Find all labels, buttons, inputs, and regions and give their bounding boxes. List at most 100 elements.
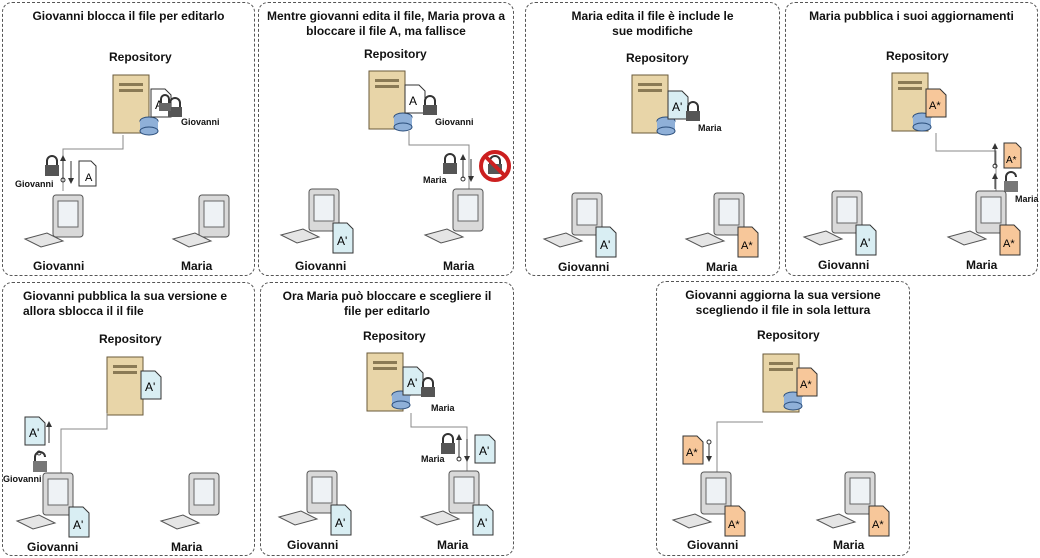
file-label: A': [29, 426, 39, 440]
file-icon: A': [330, 504, 352, 536]
maria-label: Maria: [181, 259, 213, 273]
repository-server-icon: [368, 70, 413, 132]
file-label: A': [407, 376, 417, 390]
repository-label: Repository: [757, 328, 820, 342]
repository-label: Repository: [626, 51, 689, 65]
giovanni-label: Giovanni: [687, 538, 739, 552]
repository-server-icon: [762, 353, 803, 413]
panel-1-diagram: A A: [23, 74, 230, 248]
panel-7-diagram: A* A* A* A*: [671, 353, 890, 537]
file-icon: A': [24, 416, 46, 446]
file-icon: A*: [868, 505, 890, 537]
computer-icon: [23, 194, 84, 248]
giovanni-label: Giovanni: [33, 259, 85, 273]
lock-owner-label: Giovanni: [3, 474, 42, 484]
file-label: A': [600, 238, 610, 252]
repository-label: Repository: [99, 332, 162, 346]
computer-icon: [159, 472, 220, 530]
file-label: A: [409, 94, 417, 108]
file-label: A*: [686, 447, 698, 459]
panel-title: Giovanni blocca il file per editarlo: [32, 9, 225, 23]
lock-owner-label: Maria: [431, 403, 455, 413]
panel-title: Maria edita il file è include le sue mod…: [571, 9, 734, 38]
computer-icon: [423, 188, 484, 244]
maria-label: Maria: [706, 260, 738, 274]
panel-title: Mentre giovanni edita il file, Maria pro…: [266, 9, 506, 38]
giovanni-label: Giovanni: [295, 259, 347, 273]
computer-icon: [802, 190, 863, 246]
transfer-arrows-icon: [992, 143, 998, 189]
maria-label: Maria: [443, 259, 475, 273]
lock-owner-label: Maria: [423, 175, 447, 185]
transfer-arrows-icon: [460, 154, 474, 182]
lock-owner-label: Giovanni: [181, 117, 220, 127]
file-icon: A': [140, 370, 162, 400]
repository-server-icon: [112, 74, 159, 136]
lock-owner-label: Giovanni: [435, 117, 474, 127]
panel-3: Maria edita il file è include le sue mod…: [525, 2, 780, 276]
computer-icon: [171, 194, 230, 248]
repository-label: Repository: [886, 49, 949, 63]
file-icon: A: [404, 84, 426, 114]
padlock-open-icon: [1004, 171, 1018, 192]
file-label: A: [85, 172, 93, 184]
lock-owner-label: Maria: [698, 123, 722, 133]
connector-line: [935, 133, 997, 191]
file-icon: A': [855, 224, 877, 256]
lock-owner-label: Giovanni: [15, 179, 54, 189]
transfer-arrows-icon: [456, 434, 470, 462]
computer-icon: [277, 470, 338, 526]
repository-server-icon: [106, 356, 144, 416]
computer-icon: [15, 472, 74, 530]
computer-icon: [815, 471, 876, 529]
file-label: A': [337, 234, 347, 248]
file-icon: A': [595, 226, 617, 258]
repository-server-icon: [891, 72, 932, 132]
file-label: A*: [1003, 238, 1015, 250]
panel-5-diagram: A' A' A': [15, 356, 220, 538]
panel-6: Ora Maria può bloccare e scegliere il fi…: [260, 282, 514, 556]
computer-icon: [671, 471, 732, 529]
file-label: A': [672, 100, 682, 114]
panel-title: Giovanni aggiorna la sua versione scegli…: [685, 288, 881, 317]
giovanni-label: Giovanni: [818, 258, 870, 272]
panel-4: Maria pubblica i suoi aggiornamenti Repo…: [785, 2, 1039, 276]
padlock-icon: [423, 95, 437, 115]
panel-5: Giovanni pubblica la sua versione e allo…: [2, 282, 255, 556]
file-icon: A': [474, 434, 496, 464]
panel-4-diagram: A* A* A' A*: [802, 72, 1022, 256]
repository-label: Repository: [363, 329, 426, 343]
forbidden-icon: [479, 150, 511, 182]
file-label: A': [860, 236, 870, 250]
maria-label: Maria: [437, 538, 469, 552]
lock-owner-label: Maria: [421, 454, 445, 464]
padlock-icon: [441, 433, 455, 454]
lock-owner-label: Maria: [1015, 194, 1039, 204]
giovanni-label: Giovanni: [287, 538, 339, 552]
transfer-arrows-icon: [706, 439, 712, 462]
padlock-icon: [45, 155, 59, 176]
file-icon: A: [78, 160, 97, 187]
file-icon: A': [667, 90, 689, 120]
repository-server-icon: [631, 74, 676, 136]
maria-label: Maria: [171, 540, 203, 554]
panel-1: Giovanni blocca il file per editarlo Rep…: [2, 2, 255, 276]
giovanni-label: Giovanni: [558, 260, 610, 274]
padlock-icon: [168, 97, 182, 117]
panel-6-diagram: A' A' A' A': [277, 352, 496, 536]
maria-label: Maria: [966, 258, 998, 272]
repository-server-icon: [366, 352, 411, 412]
padlock-icon: [686, 101, 700, 121]
file-icon: A': [68, 506, 90, 538]
panel-title: Maria pubblica i suoi aggiornamenti: [809, 9, 1014, 23]
file-icon: A*: [737, 226, 759, 258]
file-label: A': [477, 516, 487, 530]
file-icon: A': [332, 222, 354, 254]
computer-icon: [279, 188, 340, 244]
file-label: A': [479, 444, 489, 458]
panel-2: Mentre giovanni edita il file, Maria pro…: [258, 2, 514, 276]
transfer-arrows-icon: [60, 155, 74, 184]
computer-icon: [542, 192, 603, 248]
computer-icon: [419, 470, 480, 526]
repository-label: Repository: [109, 50, 172, 64]
